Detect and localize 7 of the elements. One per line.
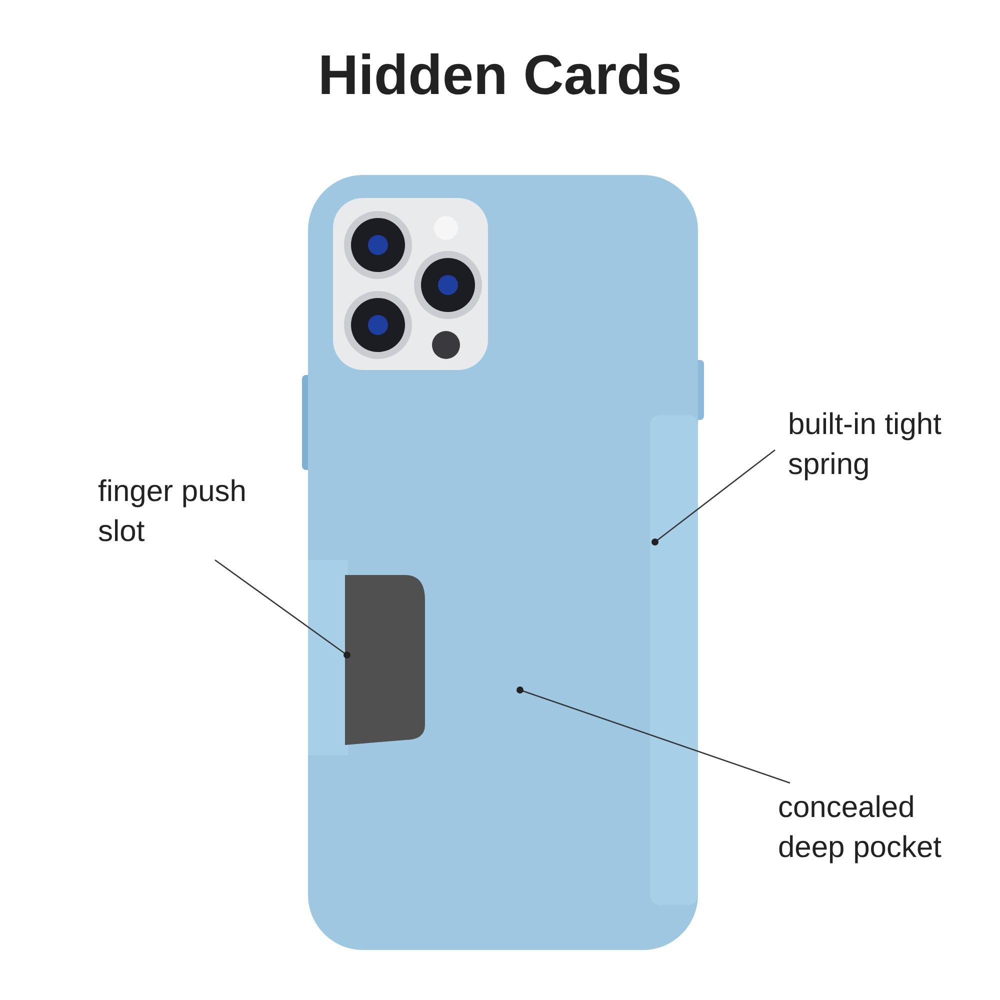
leader-line	[516, 686, 790, 784]
callout-label: finger push slot	[98, 474, 248, 550]
leader-line	[652, 449, 776, 546]
callout-label: built-in tight spring	[788, 407, 942, 483]
leader-line	[214, 559, 350, 658]
title: Hidden Cards	[318, 42, 682, 107]
callout-label: concealed deep pocket	[778, 790, 942, 866]
